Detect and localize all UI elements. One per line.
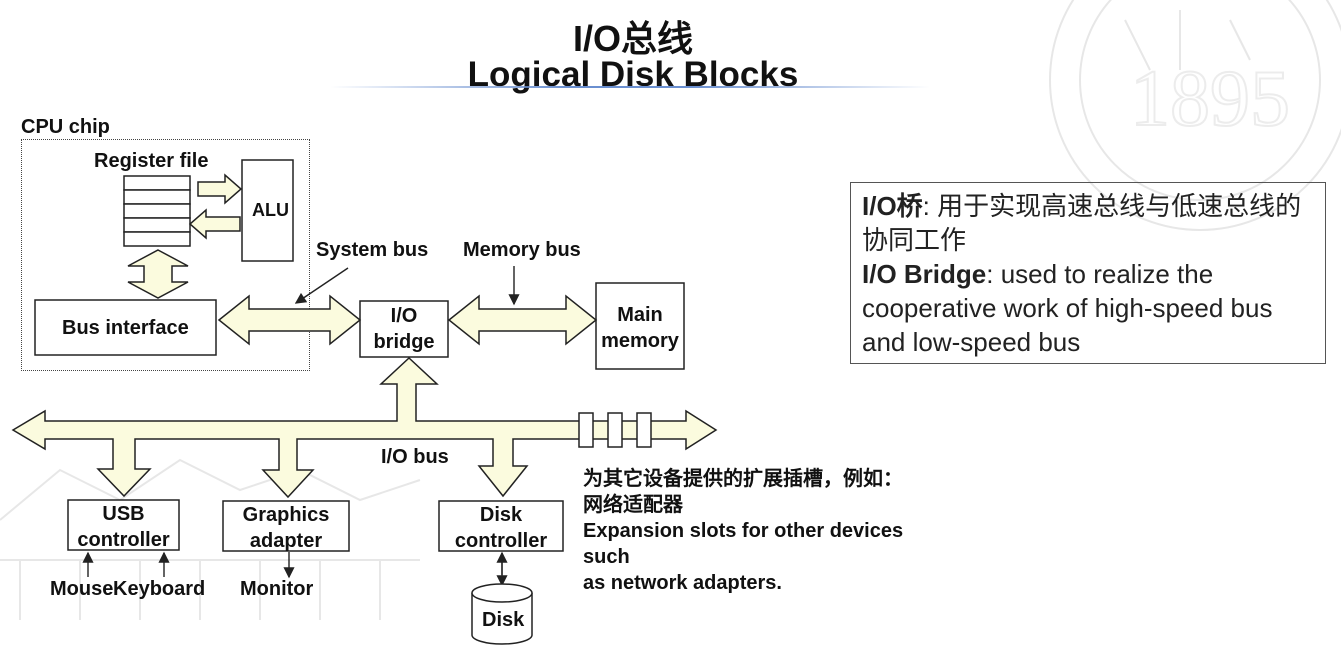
disk-controller-label: Disk controller [439,502,563,554]
monitor-label: Monitor [240,578,314,600]
expansion-slot-2 [607,412,623,448]
expansion-slots-annotation: 为其它设备提供的扩展插槽，例如： 网络适配器 Expansion slots f… [583,466,903,596]
bus-interface-label: Bus interface [62,317,189,339]
main-memory-label-line1: Main [617,304,663,326]
expansion-annotation-line3: Expansion slots for other devices [583,520,904,542]
disk-label: Disk [482,609,525,631]
mouse-label: Mouse [50,578,114,600]
io-bus-label: I/O bus [381,446,449,468]
graphics-adapter-label-line2: adapter [249,530,323,552]
usb-controller-label-line2: controller [77,529,170,551]
alu-label: ALU [252,200,289,220]
keyboard-label: Keyboard [113,578,206,600]
title-underline [330,86,930,88]
svg-text:1895: 1895 [1130,55,1290,143]
expansion-annotation-line5: as network adapters. [583,572,782,594]
main-memory-label: Main memory [596,302,684,354]
note-english-text: : used to realize the cooperative work o… [862,259,1273,357]
graphics-adapter-label-line1: Graphics [242,504,330,526]
disk-controller-box [438,500,564,552]
io-bridge-label: I/O bridge [360,303,448,355]
io-bridge-label-line1: I/O [390,305,418,327]
bus-interface-box [34,299,217,356]
expansion-annotation-line2: 网络适配器 [583,494,683,516]
system-bus-label: System bus [316,239,429,261]
io-bridge-note-box: I/O桥: 用于实现高速总线与低速总线的协同工作 I/O Bridge: use… [850,182,1326,364]
regfile-businterface-arrow [127,249,189,299]
io-bus-arrow [11,356,718,499]
cpu-chip-label: CPU chip [21,116,110,138]
graphics-adapter-box [222,500,350,552]
io-bridge-box [359,300,449,358]
cpu-chip-region [21,139,310,371]
main-memory-box [595,282,685,370]
memory-bus-label: Memory bus [463,239,581,261]
expansion-annotation-line4: such [583,546,630,568]
graphics-adapter-label: Graphics adapter [223,502,349,554]
register-file-label: Register file [94,150,209,172]
usb-controller-label: USB controller [68,501,179,553]
usb-controller-label-line1: USB [102,503,145,525]
usb-controller-box [67,499,180,551]
register-file [123,175,191,247]
note-chinese-text: 用于实现高速总线与低速总线的协同工作 [862,191,1302,255]
alu-box [241,159,294,262]
note-chinese-term: I/O桥 [862,191,923,221]
io-bridge-label-line2: bridge [373,331,435,353]
disk-cylinder [471,583,533,645]
alu-to-reg-arrow [188,208,241,240]
note-english: I/O Bridge: used to realize the cooperat… [862,257,1315,359]
reg-to-alu-arrow [197,173,243,205]
slide-title-chinese: I/O总线 [572,18,693,59]
main-memory-label-line2: memory [601,330,679,352]
expansion-annotation-line1: 为其它设备提供的扩展插槽，例如： [583,468,903,490]
disk-controller-label-line1: Disk [479,504,523,526]
expansion-slot-1 [578,412,594,448]
expansion-slot-3 [636,412,652,448]
disk-controller-label-line2: controller [454,530,548,552]
note-chinese: I/O桥: 用于实现高速总线与低速总线的协同工作 [862,189,1315,257]
note-english-term: I/O Bridge [862,259,987,289]
memory-bus-arrow [447,294,598,346]
system-bus-pointer [294,267,349,304]
note-chinese-separator: : [922,191,930,221]
system-bus-arrow [217,294,362,346]
